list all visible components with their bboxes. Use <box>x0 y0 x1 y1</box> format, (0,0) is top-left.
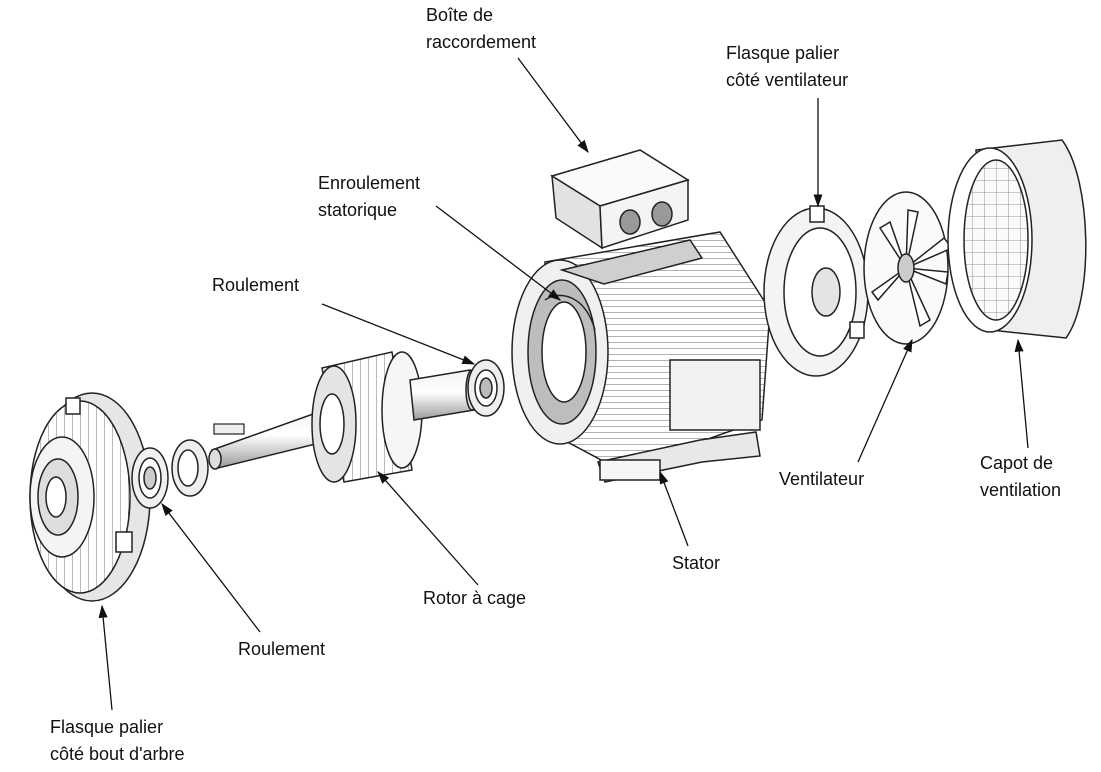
label-line: Flasque palier <box>50 717 164 737</box>
spacer-ring <box>171 439 209 497</box>
label-line: raccordement <box>426 32 537 52</box>
stator-housing <box>511 231 771 483</box>
label-line: Capot de <box>980 453 1054 473</box>
label-line: ventilation <box>980 480 1062 500</box>
arrow-boite <box>517 57 589 154</box>
arrow-enroulement <box>435 205 562 301</box>
label-boite-de-raccordement: Boîte de raccordement <box>426 2 536 56</box>
label-rotor-a-cage: Rotor à cage <box>423 585 526 612</box>
bearing-right <box>467 359 505 417</box>
label-roulement-bottom: Roulement <box>238 636 325 663</box>
label-line: Flasque palier <box>726 43 840 63</box>
label-flasque-palier-bout-arbre: Flasque palier côté bout d'arbre <box>50 714 185 768</box>
leader-lines <box>98 57 1029 711</box>
arrow-capot <box>1014 338 1029 449</box>
label-ventilateur: Ventilateur <box>779 466 864 493</box>
label-line: Enroulement <box>318 173 421 193</box>
label-enroulement-statorique: Enroulement statorique <box>318 170 420 224</box>
arrow-roulement-haut <box>321 303 476 365</box>
fan-cover <box>947 139 1087 339</box>
arrow-roulement-bas <box>161 502 261 633</box>
shaft-key <box>213 423 245 435</box>
label-line: Roulement <box>212 275 300 295</box>
cage-rotor <box>208 351 479 483</box>
label-line: Roulement <box>238 639 326 659</box>
end-shield-shaft-side <box>29 392 151 602</box>
label-line: Stator <box>672 553 721 573</box>
arrow-stator <box>659 470 689 547</box>
label-flasque-palier-ventilateur: Flasque palier côté ventilateur <box>726 40 848 94</box>
label-line: Rotor à cage <box>423 588 527 608</box>
label-line: Ventilateur <box>779 469 865 489</box>
label-line: statorique <box>318 200 398 220</box>
arrow-ventilateur <box>857 338 913 463</box>
label-stator: Stator <box>672 550 720 577</box>
label-line: côté ventilateur <box>726 70 849 90</box>
end-shield-fan-side <box>763 205 869 377</box>
arrow-rotor <box>377 471 479 586</box>
cooling-fan <box>863 191 954 345</box>
label-roulement-top: Roulement <box>212 272 299 299</box>
label-line: Boîte de <box>426 5 494 25</box>
terminal-box <box>550 149 704 285</box>
arrow-flasque-arbre <box>98 604 113 711</box>
label-line: côté bout d'arbre <box>50 744 185 764</box>
label-capot-de-ventilation: Capot de ventilation <box>980 450 1061 504</box>
bearing-left <box>131 447 169 509</box>
